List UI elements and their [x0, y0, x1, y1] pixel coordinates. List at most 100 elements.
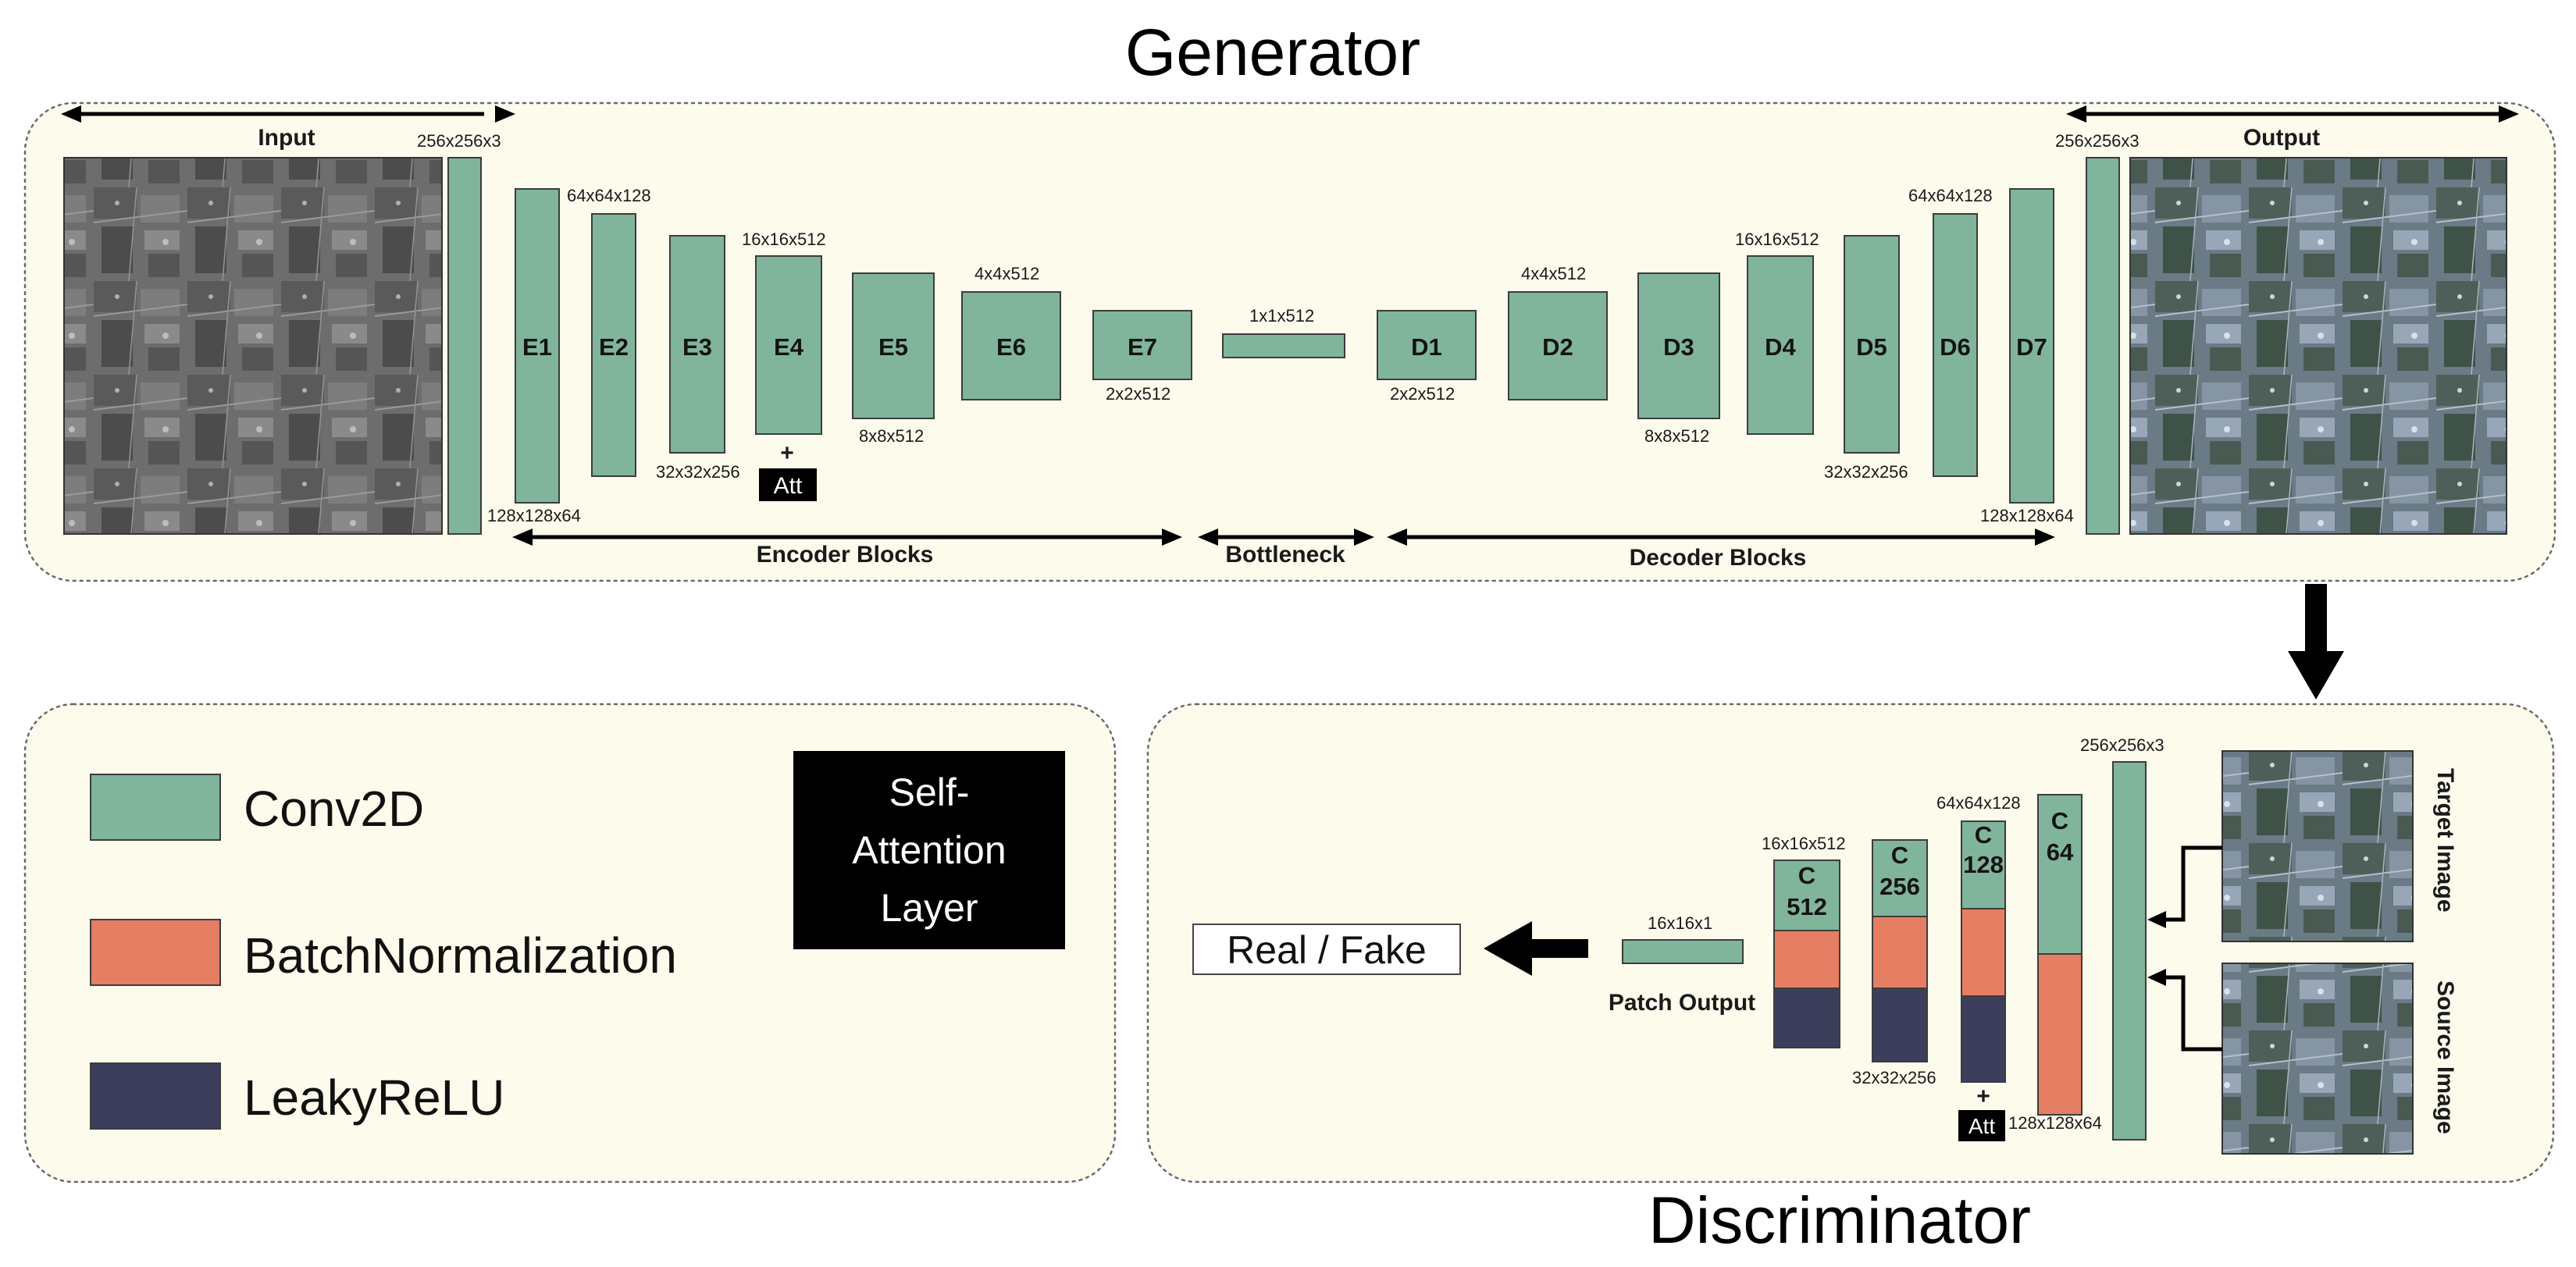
disc-block-c256-bn: [1872, 916, 1928, 989]
disc-input-dim: 256x256x3: [2080, 735, 2164, 755]
block-d6: [1933, 213, 1978, 477]
block-bottleneck-dim: 1x1x512: [1249, 306, 1314, 326]
block-e4-label: E4: [774, 333, 804, 361]
legend-leakyrelu-label: LeakyReLU: [244, 1069, 504, 1126]
disc-block-c128-lrelu: [1961, 995, 2006, 1083]
block-e7-dim: 2x2x512: [1106, 384, 1170, 404]
block-d2-dim: 4x4x512: [1521, 264, 1586, 283]
legend-conv-swatch: [90, 774, 221, 841]
block-e2: [591, 213, 636, 477]
block-e5-label: E5: [878, 333, 908, 361]
block-d5-dim: 32x32x256: [1824, 462, 1908, 482]
block-e4: [755, 255, 822, 435]
block-e3: [669, 235, 725, 454]
disc-input-conv: [2112, 761, 2147, 1141]
disc-block-c64-bn: [2037, 953, 2083, 1116]
disc-att-plus: +: [1976, 1084, 1990, 1109]
source-image-label: Source Image: [2432, 981, 2458, 1134]
disc-block-c128-c: C: [1975, 821, 1992, 849]
encoder-arrow-right-head: [1162, 529, 1182, 546]
block-d7-label: D7: [2016, 333, 2047, 361]
legend-batchnorm-swatch: [90, 919, 221, 986]
gen-attention-label: Att: [774, 473, 803, 499]
disc-block-c256-lrelu: [1872, 988, 1928, 1062]
legend-attention-line1: Self-: [889, 771, 970, 814]
output-arrow-left-head: [2066, 105, 2086, 123]
block-e2-dim: 64x64x128: [567, 186, 651, 205]
block-d3-dim: 8x8x512: [1644, 426, 1709, 446]
legend-conv-label: Conv2D: [244, 781, 424, 837]
decoder-blocks-label: Decoder Blocks: [1630, 545, 1807, 571]
disc-block-c128-bn: [1961, 908, 2006, 997]
disc-block-c64-conv: [2037, 794, 2083, 955]
block-d4: [1747, 255, 1814, 435]
input-label: Input: [258, 125, 315, 151]
block-e3-dim: 32x32x256: [656, 462, 740, 482]
disc-block-c512-lrelu: [1773, 988, 1840, 1048]
encoder-arrow-left-head: [512, 529, 533, 546]
source-image: [2221, 963, 2414, 1155]
block-d3-label: D3: [1663, 333, 1694, 361]
block-e1-dim: 128x128x64: [487, 506, 581, 525]
block-d6-dim: 64x64x128: [1908, 186, 1993, 205]
legend-leakyrelu-swatch: [90, 1062, 221, 1130]
disc-block-c128-n: 128: [1963, 851, 2004, 878]
disc-block-c256-c: C: [1891, 842, 1908, 869]
discriminator-title: Discriminator: [1648, 1183, 2031, 1257]
block-e5-dim: 8x8x512: [859, 426, 924, 446]
output-label: Output: [2243, 125, 2320, 151]
block-bottleneck: [1222, 333, 1345, 358]
block-e5: [852, 272, 935, 419]
block-d6-label: D6: [1940, 333, 1971, 361]
block-d4-label: D4: [1765, 333, 1796, 361]
block-d3: [1637, 272, 1720, 419]
result-arrow-head: [1484, 921, 1532, 976]
disc-block-c128-dim: 64x64x128: [1936, 793, 2021, 813]
patch-output-dim: 16x16x1: [1648, 913, 1712, 933]
legend-attention-line2: Attention: [852, 828, 1006, 872]
disc-block-c512-c: C: [1798, 862, 1815, 889]
block-e6-dim: 4x4x512: [974, 264, 1039, 283]
decoder-arrow-left-head: [1387, 529, 1407, 546]
decoder-arrow-right-head: [2035, 529, 2055, 546]
block-e1-label: E1: [522, 333, 552, 361]
disc-block-c64-n: 64: [2047, 838, 2074, 866]
input-conv-layer: [447, 157, 482, 535]
legend-attention-box: [793, 751, 1065, 949]
block-d1-dim: 2x2x512: [1390, 384, 1455, 404]
output-conv-layer: [2086, 157, 2120, 535]
block-d2: [1508, 291, 1608, 400]
gen-to-disc-arrow-head: [2288, 651, 2344, 699]
block-d5: [1844, 235, 1900, 454]
disc-block-c128-conv: [1961, 820, 2006, 909]
output-arrow-right-head: [2499, 105, 2519, 123]
discriminator-panel: [1146, 703, 2555, 1183]
block-d4-dim: 16x16x512: [1735, 230, 1819, 249]
block-e2-label: E2: [599, 333, 629, 361]
disc-block-c64-c: C: [2051, 807, 2068, 835]
block-e4-dim: 16x16x512: [742, 230, 826, 249]
legend-attention-line3: Layer: [880, 886, 978, 930]
block-d1-label: D1: [1411, 333, 1442, 361]
patch-output-label: Patch Output: [1609, 990, 1755, 1016]
gen-att-plus: +: [780, 440, 794, 466]
output-image: [2129, 157, 2507, 535]
encoder-blocks-label: Encoder Blocks: [757, 542, 934, 568]
bottleneck-label: Bottleneck: [1225, 542, 1345, 568]
block-d2-label: D2: [1542, 333, 1573, 361]
disc-attention-box: [1958, 1110, 2005, 1141]
disc-block-c64-dim: 128x128x64: [2008, 1113, 2102, 1133]
block-d7-dim: 128x128x64: [1980, 506, 2074, 525]
source-connector-head: [2147, 969, 2166, 986]
real-fake-box: [1192, 924, 1461, 975]
block-e7-label: E7: [1128, 333, 1157, 361]
input-arrow-right-head: [495, 105, 515, 123]
disc-block-c256-dim: 32x32x256: [1852, 1068, 1936, 1087]
patch-output-layer: [1622, 939, 1744, 964]
bottleneck-arrow-left-head: [1198, 529, 1218, 546]
disc-block-c512-bn: [1773, 930, 1840, 989]
disc-block-c512-dim: 16x16x512: [1762, 834, 1846, 853]
real-fake-label: Real / Fake: [1227, 928, 1427, 972]
disc-attention-label: Att: [1969, 1114, 1995, 1138]
